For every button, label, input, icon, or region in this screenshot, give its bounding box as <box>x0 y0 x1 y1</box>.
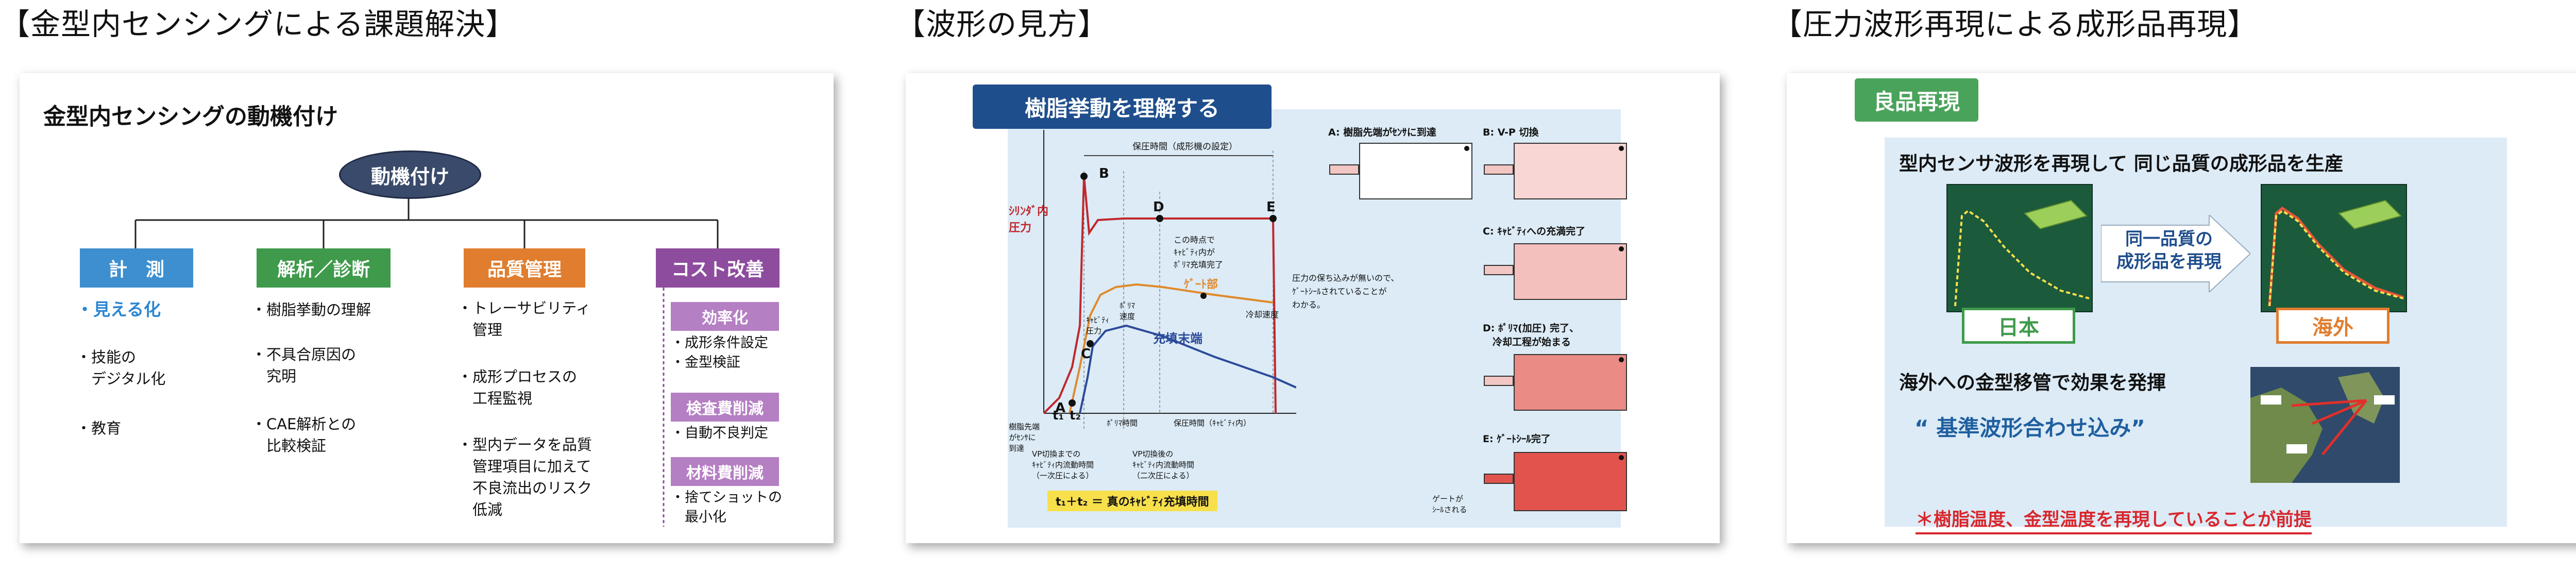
fill-complete-note: この時点で ｷｬﾋﾞﾃｨ内が ﾎﾟﾘﾏ充填完了 <box>1174 235 1224 270</box>
list-item: ・教育 <box>76 419 122 437</box>
slide-reproduction: 良品再現 型内センサ波形を再現して 同じ品質の成形品を生産 日本 同一品質の 成… <box>1787 73 2576 543</box>
gate-seal-note: ゲートが ｼｰﾙされる <box>1432 494 1467 514</box>
cylinder-pressure-label: ｼﾘﾝﾀﾞ内 圧力 <box>1009 205 1049 234</box>
list-item: ・技能の デジタル化 <box>76 348 166 388</box>
prerequisite-note: ＊樹脂温度、金型温度を再現していることが前提 <box>1916 505 2312 534</box>
slide-title: 金型内センシングの動機付け <box>43 104 338 130</box>
slide-motivation: 金型内センシングの動機付け 動機付け 計 測 解析／診断 品質管理 コスト改善 … <box>20 73 834 543</box>
root-node: 動機付け <box>339 150 481 199</box>
resin-reach-label: 樹脂先端 がｾﾝｻに 到達 <box>1009 422 1040 453</box>
category-measure: 計 測 <box>80 248 193 288</box>
waveform-overseas <box>2261 184 2407 312</box>
slide-waveform: 樹脂挙動を理解する B D E C A 保圧時間（成形機の設定） ｼﾘﾝﾀﾞ内 … <box>906 73 1720 543</box>
hold-note: 圧力の保ち込みが無いので、 ｹﾞｰﾄｼｰﾙされていることが わかる。 <box>1292 273 1399 310</box>
cooling-speed-label: 冷却速度 <box>1246 310 1279 320</box>
slide-tag: 樹脂挙動を理解する <box>973 85 1272 129</box>
tree-connectors <box>134 196 719 527</box>
end-label: 充填末端 <box>1153 331 1202 346</box>
section-title-2: 【波形の見方】 <box>895 7 1109 42</box>
subcategory-efficiency: 効率化 <box>671 302 779 331</box>
list-item: ・樹脂挙動の理解 <box>251 301 371 318</box>
label-japan: 日本 <box>1962 308 2075 344</box>
pack-time-label: ﾎﾟﾘﾏ時間 <box>1107 418 1138 428</box>
same-quality-label: 同一品質の 成形品を再現 <box>2116 229 2222 272</box>
point-label-c: C <box>1081 346 1091 362</box>
section-title-3: 【圧力波形再現による成形品再現】 <box>1772 7 2258 42</box>
list-item: ・捨てショットの 最小化 <box>671 490 782 525</box>
point-label-b: B <box>1099 166 1109 181</box>
pressure-chart <box>1043 130 1296 429</box>
step-label-b: B: V-P 切換 <box>1483 127 1539 138</box>
t2-label: t₂ <box>1070 408 1081 423</box>
mold-diagram-b <box>1484 143 1627 199</box>
cavity-pressure-label: ｷｬﾋﾞﾃｨ 圧力 <box>1086 315 1110 335</box>
vp-after-label: VP切換後の ｷｬﾋﾞﾃｨ内流動時間 （二次圧による） <box>1132 449 1195 480</box>
step-label-a: A: 樹脂先端がｾﾝｻに到達 <box>1328 127 1436 138</box>
slide-headline: 型内センサ波形を再現して 同じ品質の成形品を生産 <box>1899 153 2344 175</box>
list-item: ・型内データを品質 管理項目に加えて 不良流出のリスク 低減 <box>457 436 592 518</box>
category-analysis: 解析／診断 <box>257 248 391 288</box>
hold-time-cavity-label: 保圧時間（ｷｬﾋﾞﾃｨ内） <box>1174 418 1251 428</box>
baseline-quote: “ 基準波形合わせ込み” <box>1914 415 2145 441</box>
packing-speed-label: ﾎﾟﾘﾏ 速度 <box>1120 301 1136 321</box>
list-item: ・トレーサビリティ 管理 <box>457 299 591 339</box>
vp-before-label: VP切換までの ｷｬﾋﾞﾃｨ内流動時間 （一次圧による） <box>1032 449 1094 480</box>
category-cost: コスト改善 <box>656 248 779 288</box>
slide-tag: 良品再現 <box>1855 78 1978 122</box>
list-item: ・CAE解析との 比較検証 <box>251 415 357 455</box>
hold-time-label: 保圧時間（成形機の設定） <box>1132 142 1238 152</box>
list-item: ・成形条件設定 <box>671 335 768 351</box>
point-label-a: A <box>1055 400 1066 416</box>
point-label-d: D <box>1153 199 1164 215</box>
step-label-d: D: ﾎﾟﾘﾏ(加圧) 完了、 冷却工程が始まる <box>1483 323 1579 348</box>
category-quality: 品質管理 <box>464 248 585 288</box>
list-item: ・不具合原因の 究明 <box>251 346 357 385</box>
map-image <box>2250 367 2400 483</box>
step-label-e: E: ｹﾞｰﾄｼｰﾙ完了 <box>1483 433 1551 445</box>
section-title-1: 【金型内センシングによる課題解決】 <box>0 7 516 42</box>
list-item: ・見える化 <box>76 299 161 320</box>
point-label-e: E <box>1266 199 1276 215</box>
mold-diagram-e <box>1484 452 1627 511</box>
t1-label: t₁ <box>1053 408 1064 423</box>
step-label-c: C: ｷｬﾋﾞﾃｨへの充満完了 <box>1483 226 1586 237</box>
subcategory-material: 材料費削減 <box>671 457 779 486</box>
label-overseas: 海外 <box>2276 308 2389 344</box>
mold-diagram-c <box>1484 243 1627 300</box>
subcategory-inspection: 検査費削減 <box>671 393 779 422</box>
mold-diagram-d <box>1484 354 1627 411</box>
mold-diagram-a <box>1329 143 1472 199</box>
gate-label: ｹﾞｰﾄ部 <box>1184 278 1218 291</box>
reproduce-arrow <box>2101 215 2250 292</box>
waveform-japan <box>1946 184 2093 312</box>
list-item: ・成形プロセスの 工程監視 <box>457 368 578 407</box>
formula-box: t₁＋t₂ ＝ 真のｷｬﾋﾞﾃｨ充填時間 <box>1047 491 1217 511</box>
list-item: ・自動不良判定 <box>671 425 768 441</box>
transfer-message: 海外への金型移管で効果を発揮 <box>1899 372 2166 394</box>
list-item: ・金型検証 <box>671 355 740 371</box>
